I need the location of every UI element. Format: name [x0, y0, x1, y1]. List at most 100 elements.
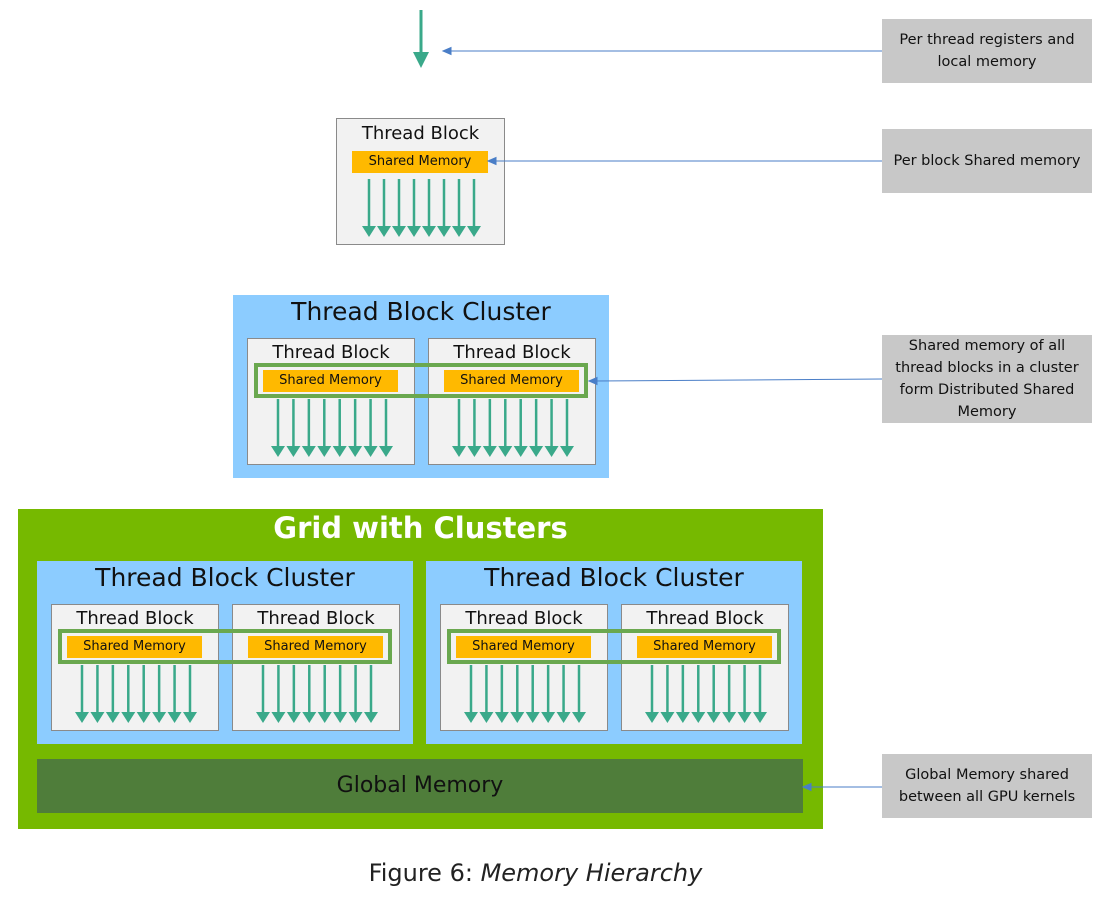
thread-arrowhead [437, 226, 451, 237]
shared-memory-bar: Shared Memory [456, 636, 591, 658]
thread-block: Thread Block Shared Memory [428, 338, 596, 465]
thread-block: Thread Block Shared Memory [247, 338, 415, 465]
thread-arrowhead [691, 712, 706, 723]
shared-memory-bar: Shared Memory [263, 370, 398, 392]
thread-block-title: Thread Block [361, 123, 480, 144]
thread-arrowhead [332, 446, 347, 457]
thread-arrowhead [301, 446, 316, 457]
thread-arrowhead [256, 712, 270, 723]
cluster-title: Thread Block Cluster [95, 563, 355, 592]
thread-arrowhead [377, 226, 391, 237]
connector-distributed-shared [594, 378, 883, 382]
distributed-shared-memory-outline [58, 629, 392, 664]
thread-arrowhead [556, 712, 571, 723]
thread-arrowhead [317, 446, 332, 457]
connector-arrowhead [587, 376, 598, 386]
note-distributed-shared-memory: Shared memory of all thread blocks in a … [882, 335, 1092, 423]
shared-memory-bar: Shared Memory [67, 636, 202, 658]
thread-arrowhead [525, 712, 540, 723]
shared-memory-bar: Shared Memory [444, 370, 579, 392]
thread-arrows [452, 399, 574, 457]
thread-arrowhead [494, 712, 509, 723]
cluster-title: Thread Block Cluster [291, 297, 551, 326]
thread-arrowhead [482, 446, 497, 457]
thread-block: Thread Block Shared Memory [51, 604, 219, 731]
caption-title: Memory Hierarchy [480, 859, 703, 887]
note-block-shared-memory: Per block Shared memory [882, 129, 1092, 193]
thread-arrowhead [90, 712, 105, 723]
note-global-memory: Global Memory shared between all GPU ker… [882, 754, 1092, 818]
thread-arrowhead [317, 712, 332, 723]
thread-arrowhead [498, 446, 513, 457]
grid-with-clusters: Grid with Clusters Thread Block Cluster … [18, 509, 823, 829]
thread-arrowhead [183, 712, 197, 723]
thread-arrowhead [392, 226, 406, 237]
thread-arrowhead [544, 446, 559, 457]
thread-block-cluster: Thread Block Cluster Thread Block Shared… [37, 561, 413, 744]
thread-arrowhead [479, 712, 494, 723]
thread-arrowhead [348, 712, 363, 723]
thread-arrowhead [363, 446, 378, 457]
thread-block-cluster: Thread Block Cluster Thread Block Shared… [426, 561, 802, 744]
distributed-shared-memory-outline [254, 363, 588, 398]
thread-arrowhead [452, 446, 466, 457]
thread-arrowhead [452, 226, 466, 237]
thread-arrowhead [645, 712, 659, 723]
thread-arrowhead [722, 712, 737, 723]
thread-block: Thread Block Shared Memory [232, 604, 400, 731]
thread-arrowhead [510, 712, 525, 723]
thread-arrowhead [152, 712, 167, 723]
global-memory-bar: Global Memory [37, 759, 803, 813]
thread-arrowhead [364, 712, 378, 723]
thread-arrowhead [407, 226, 421, 237]
connector-arrowhead [801, 782, 812, 792]
thread-arrowhead [379, 446, 393, 457]
note-registers: Per thread registers and local memory [882, 19, 1092, 83]
thread-arrowhead [737, 712, 752, 723]
cluster-title: Thread Block Cluster [484, 563, 744, 592]
shared-memory-bar: Shared Memory [637, 636, 772, 658]
distributed-shared-memory-outline [447, 629, 781, 664]
thread-block-title: Thread Block [272, 342, 390, 363]
thread-block: Thread Block Shared Memory [440, 604, 608, 731]
thread-arrows [256, 665, 378, 723]
thread-block: Thread Block Shared Memory [621, 604, 789, 731]
connector-arrowhead [486, 156, 497, 166]
thread-arrowhead [167, 712, 182, 723]
thread-arrowhead [706, 712, 721, 723]
thread-arrowhead [675, 712, 690, 723]
thread-arrowhead [271, 446, 285, 457]
thread-arrowhead [105, 712, 120, 723]
figure-caption: Figure 6: Memory Hierarchy [0, 859, 1071, 887]
thread-arrowhead [753, 712, 767, 723]
thread-arrowhead [464, 712, 478, 723]
thread-arrowhead [286, 446, 301, 457]
grid-title: Grid with Clusters [273, 511, 568, 545]
thread-arrowhead [467, 446, 482, 457]
connector-arrowhead [441, 46, 452, 56]
thread-arrowhead [271, 712, 286, 723]
thread-arrows [271, 399, 393, 457]
thread-arrowhead [362, 226, 376, 237]
thread-arrowhead [572, 712, 586, 723]
thread-arrowhead [560, 446, 574, 457]
thread-block-title: Thread Block [453, 342, 571, 363]
thread-arrowhead [286, 712, 301, 723]
thread-arrowhead [121, 712, 136, 723]
thread-arrowhead [302, 712, 317, 723]
thread-block-title: Thread Block [76, 608, 194, 629]
shared-memory-bar: Shared Memory [352, 151, 488, 173]
thread-arrowhead [75, 712, 89, 723]
thread-arrowhead [333, 712, 348, 723]
thread-arrowhead [541, 712, 556, 723]
thread-arrowhead [422, 226, 436, 237]
thread-block-title: Thread Block [646, 608, 764, 629]
thread-block-title: Thread Block [465, 608, 583, 629]
thread-arrowhead [660, 712, 675, 723]
thread-arrowhead [513, 446, 528, 457]
thread-arrowhead [348, 446, 363, 457]
global-memory-label: Global Memory [336, 773, 504, 798]
thread-arrowhead [529, 446, 544, 457]
